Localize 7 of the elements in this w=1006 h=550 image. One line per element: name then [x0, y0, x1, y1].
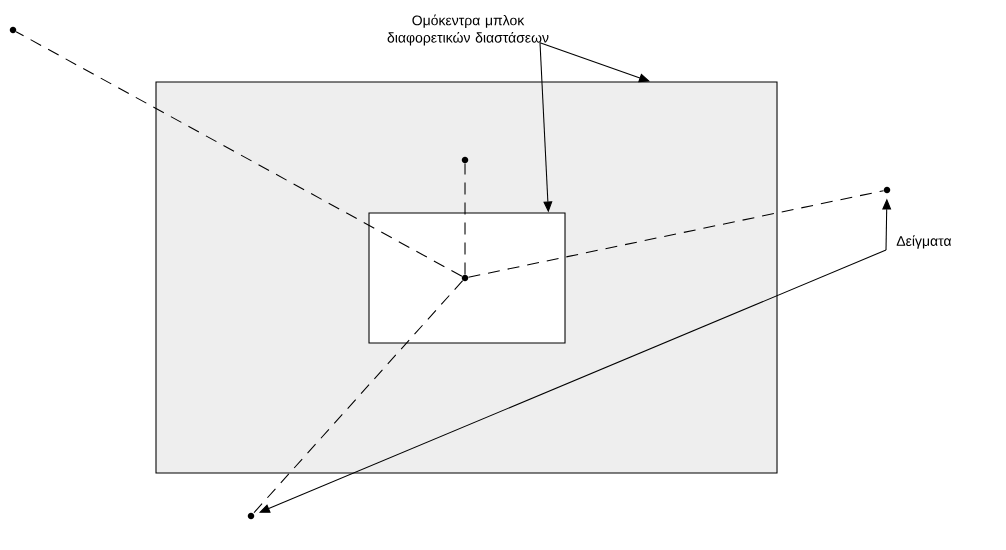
dashed-line — [15, 31, 463, 277]
leader-line — [539, 42, 650, 83]
dashed-line — [464, 163, 466, 276]
sample-label: Δείγματα — [896, 235, 952, 249]
dashed-line — [467, 190, 885, 278]
callout-text: Ομόκεντρα μπλοκ διαφορετικών διαστάσεων — [387, 14, 549, 46]
block-rectangle — [368, 212, 566, 344]
